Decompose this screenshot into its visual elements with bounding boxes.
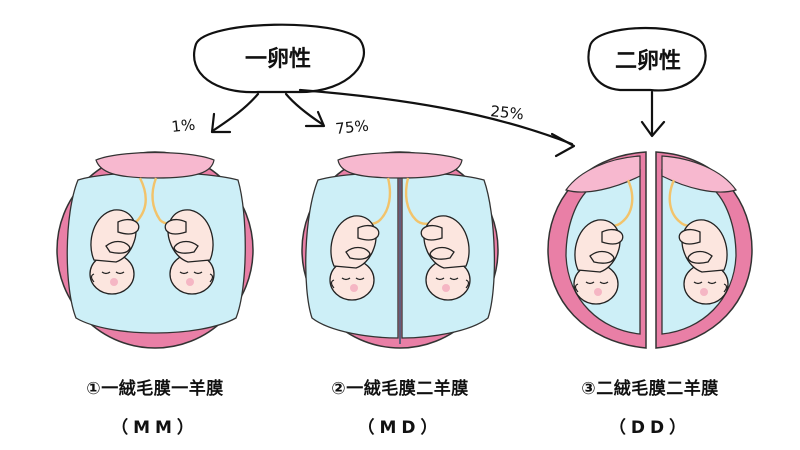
rate-md: 75% [335, 117, 370, 138]
arrow-to-mm [212, 92, 260, 132]
caption-md-code: （MD） [357, 418, 443, 438]
arrow-to-dd [298, 88, 574, 146]
dizygotic-label: 二卵性 [615, 49, 681, 74]
caption-dd-code: （DD） [608, 418, 692, 438]
diagram-mm [56, 151, 254, 349]
arrow-to-md-head [304, 110, 326, 128]
diagram-md [301, 151, 499, 349]
diagram-dd [547, 151, 753, 349]
caption-md: ②一絨毛膜二羊膜 （MD） [280, 374, 520, 438]
rate-mm: 1% [171, 116, 197, 136]
placenta-md [337, 151, 463, 179]
placenta-dd-left [565, 155, 641, 193]
caption-mm-title: ①一絨毛膜一羊膜 [86, 379, 224, 399]
placenta-dd-right [661, 155, 737, 193]
monozygotic-label: 一卵性 [245, 47, 311, 72]
dizygotic-bubble: 二卵性 [587, 27, 707, 92]
arrow-to-mm-head [210, 112, 232, 134]
caption-md-title: ②一絨毛膜二羊膜 [331, 379, 469, 399]
caption-mm: ①一絨毛膜一羊膜 （MM） [35, 374, 275, 438]
monozygotic-bubble: 一卵性 [193, 23, 366, 94]
arrow-to-dd-head [550, 132, 576, 158]
arrow-dizygotic-head [640, 120, 666, 138]
caption-mm-code: （MM） [111, 418, 199, 438]
placenta-mm [95, 151, 215, 179]
rate-dd: 25% [490, 102, 525, 123]
caption-dd: ③二絨毛膜二羊膜 （DD） [530, 374, 770, 438]
caption-dd-title: ③二絨毛膜二羊膜 [581, 379, 719, 399]
arrow-to-md [284, 92, 324, 126]
